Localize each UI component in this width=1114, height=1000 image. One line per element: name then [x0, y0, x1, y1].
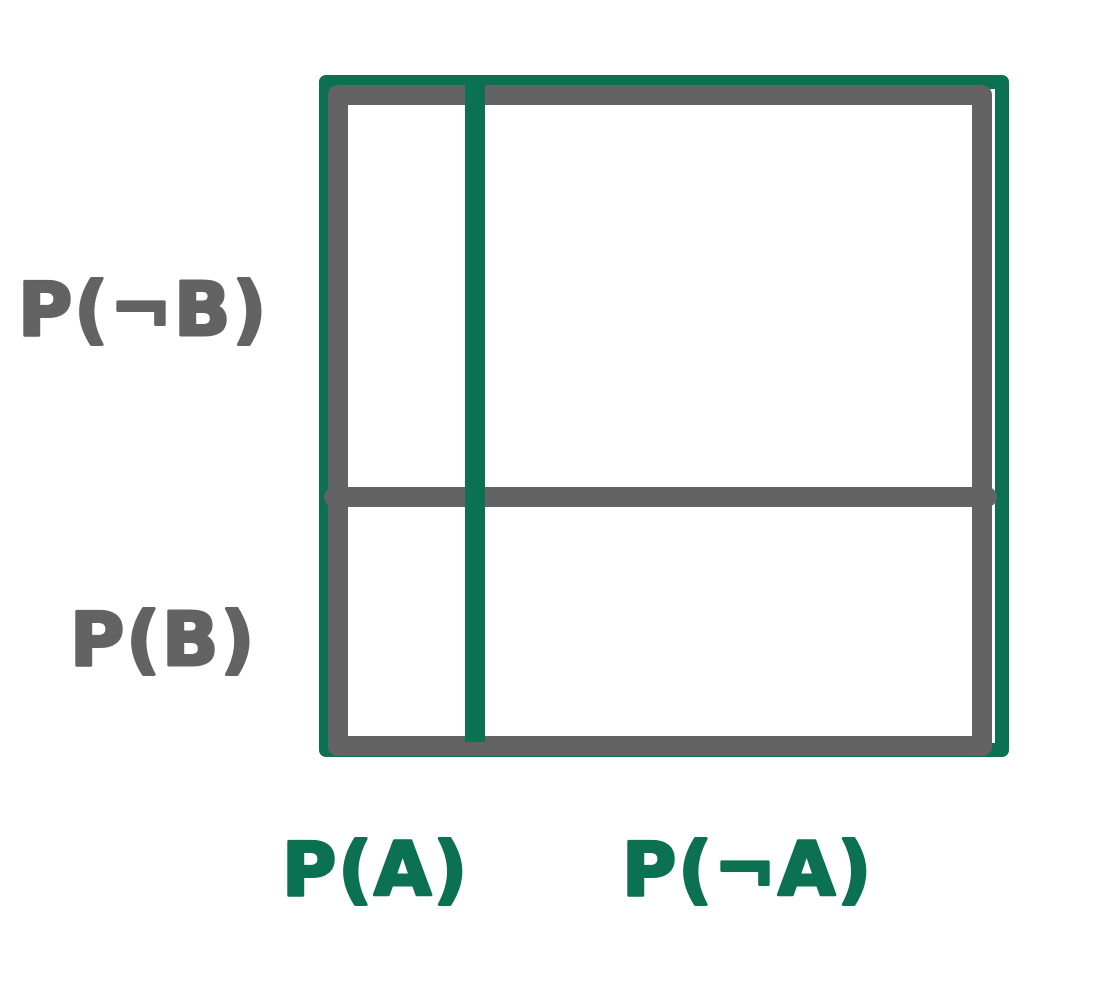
label-p-not-a: P(¬A): [622, 827, 873, 913]
b-partition-outline: [328, 85, 992, 756]
a-partition-outline: [319, 75, 1009, 757]
label-p-b: P(B): [70, 597, 256, 683]
label-p-not-b: P(¬B): [18, 267, 268, 353]
label-p-a: P(A): [282, 827, 469, 913]
